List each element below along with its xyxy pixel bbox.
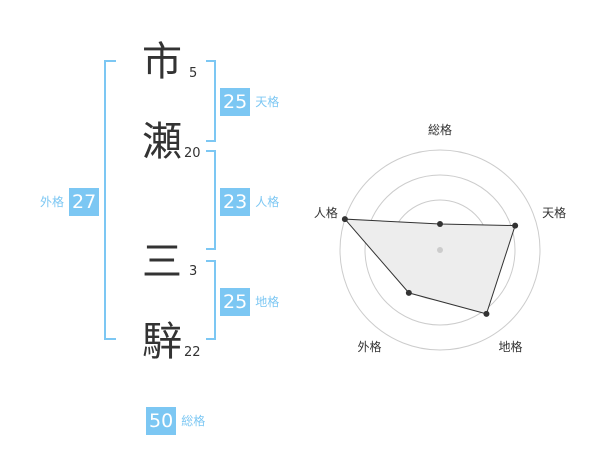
radar-point-1 bbox=[437, 221, 443, 227]
stroke-count-3: 3 bbox=[189, 264, 198, 279]
stroke-count-1: 5 bbox=[189, 66, 198, 81]
chikaku-value: 25 bbox=[220, 288, 251, 316]
jinkaku-value: 23 bbox=[220, 188, 251, 216]
gaikaku-bracket bbox=[104, 60, 116, 340]
radar-axis-label-2: 天格 bbox=[542, 205, 566, 220]
tenkaku-bracket bbox=[206, 60, 216, 142]
gaikaku-label: 外格 bbox=[40, 195, 65, 209]
radar-ring bbox=[364, 174, 516, 326]
tenkaku-group: 25 天格 bbox=[220, 88, 279, 116]
chikaku-group: 25 地格 bbox=[220, 288, 279, 316]
radar-point-4 bbox=[405, 289, 412, 296]
name-char-1: 市 bbox=[142, 39, 182, 85]
radar-point-2 bbox=[512, 222, 519, 229]
radar-point-3 bbox=[483, 310, 490, 317]
radar-ring bbox=[339, 149, 541, 351]
chikaku-label: 地格 bbox=[255, 295, 280, 309]
name-char-3: 三 bbox=[142, 239, 182, 285]
radar-axis-label-4: 外格 bbox=[357, 339, 381, 354]
tenkaku-label: 天格 bbox=[255, 95, 280, 109]
jinkaku-group: 23 人格 bbox=[220, 188, 279, 216]
radar-area bbox=[343, 218, 516, 315]
stroke-count-4: 22 bbox=[184, 345, 201, 360]
radar-axis-label-3: 地格 bbox=[499, 339, 523, 354]
stroke-count-2: 20 bbox=[184, 146, 201, 161]
soukaku-group: 50 総格 bbox=[146, 407, 205, 435]
soukaku-value: 50 bbox=[146, 407, 177, 435]
gaikaku-group: 外格 27 bbox=[40, 188, 100, 216]
jinkaku-bracket bbox=[206, 150, 216, 250]
name-char-2: 瀬 bbox=[142, 119, 182, 165]
soukaku-label: 総格 bbox=[181, 414, 206, 428]
radar-axis-label-1: 総格 bbox=[428, 122, 452, 137]
name-char-4: 騂 bbox=[142, 319, 182, 365]
tenkaku-value: 25 bbox=[220, 88, 251, 116]
radar-points bbox=[341, 216, 519, 317]
radar-center bbox=[437, 247, 443, 253]
radar-axis-label-5: 人格 bbox=[314, 205, 338, 220]
radar-point-5 bbox=[341, 216, 348, 223]
jinkaku-label: 人格 bbox=[255, 195, 280, 209]
gaikaku-value: 27 bbox=[69, 188, 100, 216]
chikaku-bracket bbox=[206, 260, 216, 340]
